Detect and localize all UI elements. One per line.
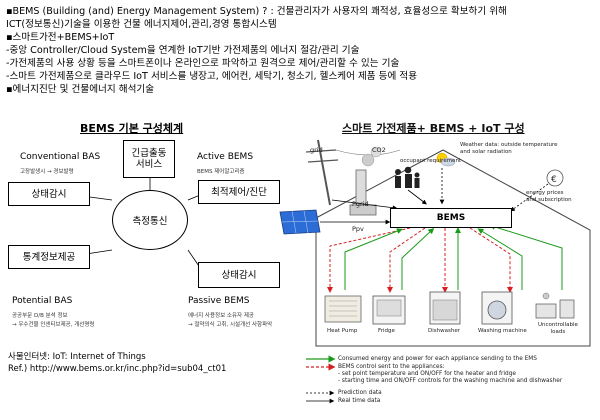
conventional-bas-sub: 고장발생시 → 경보발령 [20,169,74,175]
bullet-line: -가전제품의 사용 상황 등을 스마트폰이나 온라인으로 파악하고 원격으로 제… [6,58,400,69]
pgrid-label: Pgrid [352,200,369,208]
reference-link[interactable]: Ref.) http://www.bems.or.kr/inc.php?id=s… [8,364,227,374]
passive-bems-label: Passive BEMS [188,296,250,306]
conventional-bas-label: Conventional BAS [20,152,101,162]
washing-machine-icon [481,291,513,325]
energy-price-icon: € [546,169,564,187]
active-bems-sub: BEMS 제어알고리즘 [197,169,245,175]
weather-data-label: Weather data: outside temperature and so… [460,142,558,155]
state-monitor-box: 상태감시 [8,182,90,206]
passive-bems-sub1: 에너지 사용정보 소유자 제공 [188,313,254,319]
bullet-line: ICT(정보통신)기술을 이용한 건물 에너지제어,관리,경영 통합시스템 [6,19,277,30]
bullet-line: ▪BEMS (Building (and) Energy Management … [6,6,507,17]
ppv-label: Ppv [352,225,364,233]
weather-icon [436,152,456,167]
active-bems-label: Active BEMS [197,152,254,162]
solar-panel-icon [279,209,321,235]
grid-label: grid [310,146,323,154]
emergency-service-box: 긴급출동 서비스 [123,140,175,178]
potential-bas-sub2: → 우수건물 인센티브제공, 개선명령 [12,322,95,328]
energy-prices-label: energy prices and subscription [526,190,572,203]
svg-text:€: € [551,175,557,185]
potential-bas-label: Potential BAS [12,296,73,306]
legend-real-time-data: Real time data [338,398,381,404]
heat-pump-icon [324,295,362,323]
bullet-line: ▪스마트가전+BEMS+IoT [6,32,115,43]
optimal-control-box: 최적제어/진단 [198,180,280,204]
bullet-line: ▪에너지진단 및 건물에너지 해석기술 [6,84,155,95]
intro-bullets: ▪BEMS (Building (and) Energy Management … [6,5,596,96]
legend-prediction-data: Prediction data [338,390,382,396]
factory-icon [349,146,382,216]
legend-bems-control: BEMS control sent to the appliances: - s… [338,364,563,384]
left-diagram-title: BEMS 기본 구성체계 [80,122,184,135]
bullet-line: -스마트 가전제품으로 클라우드 IoT 서비스를 냉장고, 에어컨, 세탁기,… [6,71,418,82]
fridge-label: Fridge [378,328,395,334]
passive-bems-sub2: → 절약의식 고취, 시설개선 사항파악 [188,322,273,328]
potential-bas-sub1: 공공부문 D/B 분석 정보 [12,313,68,319]
co2-label: CO2 [372,146,386,154]
dishwasher-icon [429,291,461,325]
dishwasher-label: Dishwasher [428,328,460,334]
bullet-line: -중앙 Controller/Cloud System을 연계한 IoT기반 가… [6,45,360,56]
legend-consumed-energy: Consumed energy and power for each appli… [338,356,537,362]
uncontrollable-loads-icon [535,292,575,319]
occupants-icon [395,166,420,188]
washing-machine-label: Washing machine [478,328,527,334]
fridge-icon [372,295,406,325]
state-monitor-box-2: 상태감시 [198,262,280,288]
stats-info-box: 통계정보제공 [8,245,90,269]
occupant-requirement-label: occupant requirement [400,158,462,164]
iot-definition: 사물인터넷: IoT: Internet of Things [8,352,146,362]
bems-hub: BEMS [390,208,512,228]
uncontrollable-loads-label: Uncontrollable loads [538,322,578,335]
heat-pump-label: Heat Pump [327,328,358,334]
measurement-communication-hub: 측정통신 [112,190,188,250]
right-diagram-title: 스마트 가전제품+ BEMS + IoT 구성 [342,122,525,135]
